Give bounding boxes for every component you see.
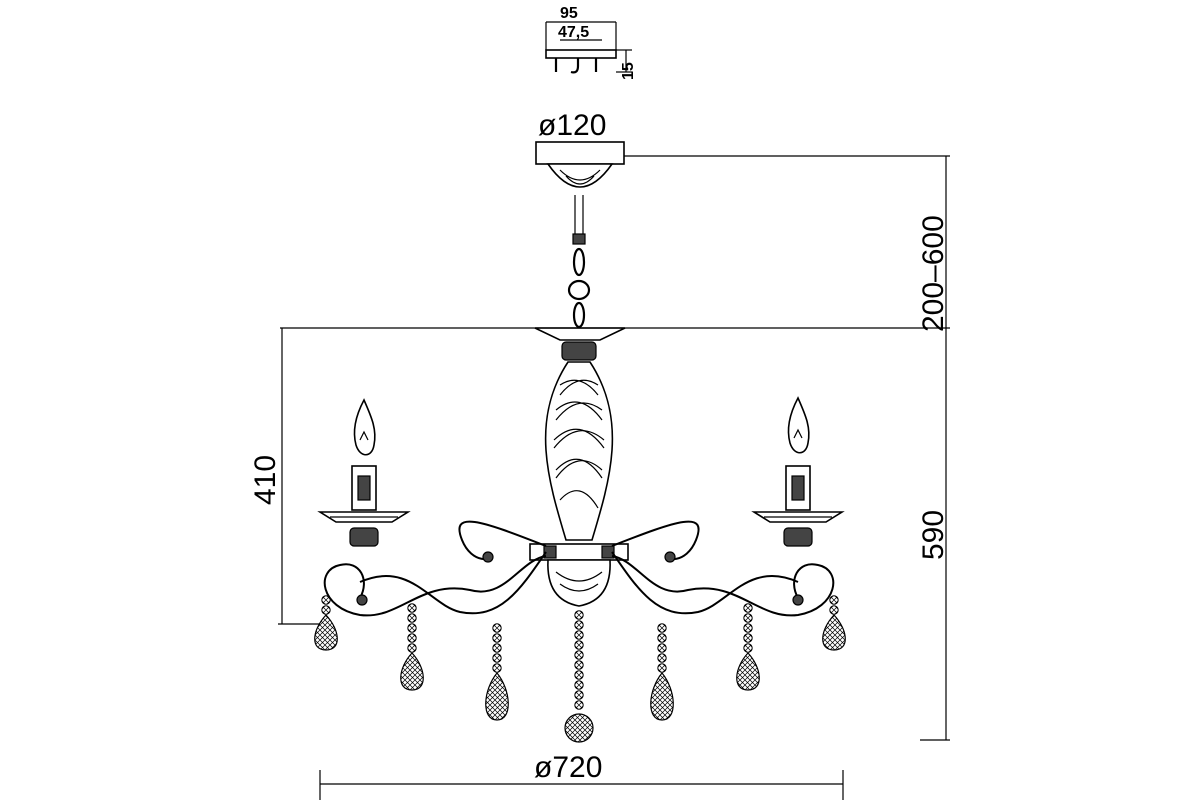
total-height-label: 590 — [917, 510, 950, 560]
canopy: ø120 — [535, 109, 625, 245]
mount-inner-width-label: 47,5 — [558, 24, 589, 41]
overall-diameter-label: ø720 — [534, 751, 602, 784]
left-candle — [317, 398, 411, 547]
mount-width-label: 95 — [560, 5, 578, 22]
chain-length-label: 200–600 — [917, 215, 950, 332]
body-height-label: 410 — [249, 455, 282, 505]
mount-height-label: 15 — [620, 62, 637, 80]
canopy-diameter-label: ø120 — [538, 109, 606, 142]
central-body — [529, 327, 629, 607]
crystal-strands — [314, 595, 846, 743]
right-arms — [611, 520, 835, 617]
dimension-lines: 200–600 590 410 ø720 — [249, 155, 950, 800]
chain — [567, 247, 591, 329]
left-arms — [323, 520, 547, 617]
right-candle — [751, 396, 845, 547]
mounting-bracket-detail: 95 47,5 15 — [545, 5, 637, 80]
